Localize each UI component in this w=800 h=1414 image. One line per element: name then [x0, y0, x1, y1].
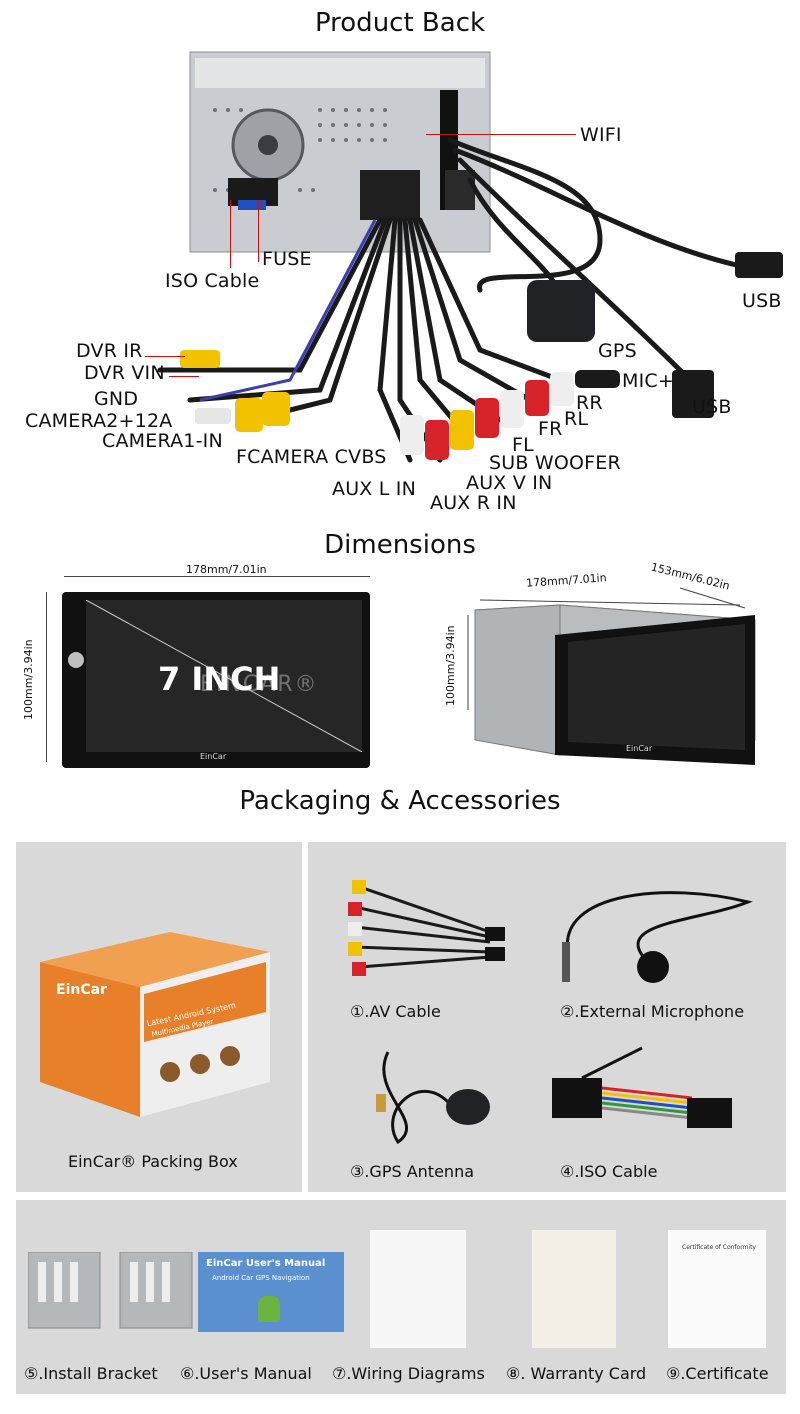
side-unit-illustration	[467, 587, 756, 765]
packing-box-illustration	[40, 932, 270, 1117]
manual-title: EinCar User's Manual	[206, 1258, 326, 1269]
front-width-line	[64, 576, 370, 577]
label-sub-woofer: SUB WOOFER	[489, 452, 621, 474]
section-title-packaging: Packaging & Accessories	[239, 786, 561, 816]
front-unit: 7 INCH EinCar	[62, 592, 370, 768]
box-brand: EinCar	[56, 982, 107, 998]
caption-bracket: ⑤.Install Bracket	[24, 1364, 158, 1383]
av-cable-illustration	[348, 880, 505, 976]
side-brand: EinCar	[626, 744, 653, 753]
label-aux-v: AUX V IN	[466, 472, 553, 494]
panel-documents: EinCar User's Manual Android Car GPS Nav…	[16, 1200, 786, 1394]
front-height-line	[46, 592, 47, 762]
caption-gps-antenna: ③.GPS Antenna	[350, 1162, 475, 1181]
gps-antenna-illustration	[376, 1051, 490, 1145]
microphone-illustration	[562, 891, 753, 983]
label-gps: GPS	[598, 340, 637, 362]
label-aux-r: AUX R IN	[430, 492, 517, 514]
warranty-card	[532, 1230, 616, 1348]
panel-packing-box: EinCar Latest Android System Multimedia …	[16, 842, 302, 1192]
label-fl: FL	[512, 434, 534, 456]
label-camera1: CAMERA1-IN	[102, 430, 223, 452]
iso-cable-illustration	[552, 1046, 732, 1128]
caption-warranty: ⑧. Warranty Card	[506, 1364, 647, 1383]
bracket-illustration	[28, 1252, 193, 1329]
manual-subtitle: Android Car GPS Navigation	[212, 1274, 310, 1282]
label-mic: MIC+	[622, 370, 674, 392]
side-height-label: 100mm/3.94in	[444, 625, 457, 706]
label-aux-l: AUX L IN	[332, 478, 417, 500]
label-iso-cable: ISO Cable	[165, 270, 260, 292]
manual-cover: EinCar User's Manual Android Car GPS Nav…	[198, 1252, 344, 1332]
caption-packing-box: EinCar® Packing Box	[68, 1152, 238, 1171]
label-usb-1: USB	[742, 290, 782, 312]
label-camera2: CAMERA2+12A	[25, 410, 173, 432]
caption-wiring: ⑦.Wiring Diagrams	[332, 1364, 485, 1383]
label-rl: RL	[564, 408, 589, 430]
label-gnd: GND	[94, 388, 139, 410]
front-width-label: 178mm/7.01in	[186, 563, 267, 576]
front-screen: 7 INCH	[86, 600, 362, 752]
caption-manual: ⑥.User's Manual	[180, 1364, 312, 1383]
section-title-product-back: Product Back	[314, 8, 486, 38]
product-back-illustration	[157, 51, 783, 463]
caption-av-cable: ①.AV Cable	[350, 1002, 441, 1021]
panel-cables: ①.AV Cable ②.External Microphone ③.GPS A…	[308, 842, 786, 1192]
caption-iso-cable: ④.ISO Cable	[560, 1162, 658, 1181]
certificate-title: Certificate of Conformity	[682, 1244, 756, 1251]
section-title-dimensions: Dimensions	[324, 530, 476, 560]
screen-size-text: 7 INCH	[158, 660, 281, 698]
label-rr: RR	[576, 392, 603, 414]
caption-certificate: ⑨.Certificate	[666, 1364, 769, 1383]
wiring-diagram-sheet	[370, 1230, 466, 1348]
label-wifi: WIFI	[580, 124, 622, 146]
label-fcamera: FCAMERA CVBS	[236, 446, 387, 468]
label-fr: FR	[538, 418, 563, 440]
label-dvr-vin: DVR VIN	[84, 362, 165, 384]
volume-knob	[68, 652, 84, 668]
label-usb-2: USB	[692, 396, 732, 418]
certificate-sheet: Certificate of Conformity	[668, 1230, 766, 1348]
front-height-label: 100mm/3.94in	[22, 639, 35, 720]
caption-microphone: ②.External Microphone	[560, 1002, 745, 1021]
front-brand: EinCar	[200, 752, 227, 761]
label-fuse: FUSE	[262, 248, 312, 270]
watermark-dimensions-front: EINCAR®	[200, 672, 319, 697]
android-robot-icon	[258, 1296, 280, 1322]
label-dvr-ir: DVR IR	[76, 340, 143, 362]
